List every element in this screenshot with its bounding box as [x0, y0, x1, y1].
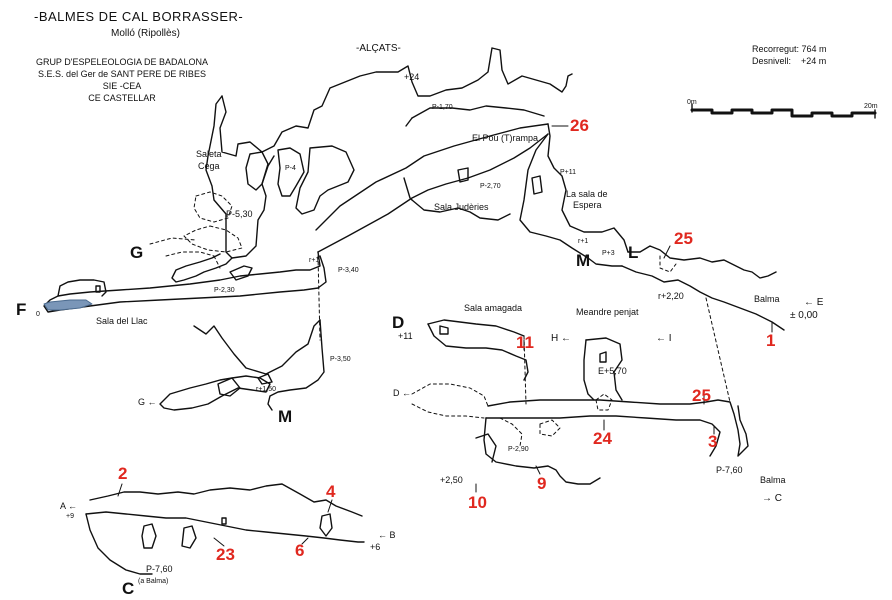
scale-bar	[690, 103, 877, 119]
label-r150: r+1,50	[256, 386, 277, 393]
label-r1-left: r+1	[309, 257, 320, 264]
label-h-marker: H ←	[551, 333, 571, 344]
label-p270: P-2,70	[480, 183, 501, 190]
upper-elevation	[43, 47, 785, 331]
letter-m: M	[576, 251, 591, 270]
label-plus250: +2,50	[440, 475, 463, 485]
label-pou: El Pou (T)rampa	[472, 133, 539, 143]
label-i-marker: ← I	[656, 333, 672, 344]
desnivell-label: Desnivell:	[752, 56, 792, 66]
letter-g: G	[130, 243, 144, 262]
label-a-balma: (a Balma)	[138, 578, 169, 585]
letter-c: C	[122, 579, 135, 598]
station-6: 6	[295, 541, 305, 560]
group-line-4: CE CASTELLAR	[88, 93, 156, 103]
station-2: 2	[118, 464, 128, 483]
station-leaders	[117, 125, 773, 547]
station-24: 24	[593, 429, 612, 448]
label-p290: P-2,90	[508, 446, 529, 453]
label-c-marker: → C	[762, 493, 782, 504]
station-4: 4	[326, 482, 336, 501]
label-d-marker: D ←	[393, 388, 411, 398]
label-r1-right: r+1	[578, 238, 589, 245]
label-balma-right: Balma	[760, 475, 786, 485]
label-plus9: +9	[66, 513, 74, 520]
label-judes: Sala Judèries	[434, 202, 489, 212]
label-espera-2: Espera	[573, 200, 602, 210]
label-plus6: +6	[370, 542, 381, 552]
station-3: 3	[708, 432, 718, 451]
label-balma-top: Balma	[754, 294, 780, 304]
middle-right-elevation	[427, 319, 749, 485]
station-1: 1	[766, 331, 776, 350]
label-p3: P+3	[602, 250, 615, 257]
label-espera-1: La sala de	[566, 189, 608, 199]
label-amagada: Sala amagada	[464, 303, 523, 313]
station-25-mid: 25	[692, 386, 711, 405]
label-meandre: Meandre penjat	[576, 307, 639, 317]
recorregut: Recorregut: 764 m	[752, 44, 827, 54]
label-p340: P-3,40	[338, 267, 359, 274]
station-26: 26	[570, 116, 589, 135]
label-p530: P-5,30	[226, 209, 253, 219]
group-line-1: GRUP D'ESPELEOLOGIA DE BADALONA	[35, 57, 209, 67]
station-25-top: 25	[674, 229, 693, 248]
group-line-2: S.E.S. del Ger de SANT PERE DE RIBES	[38, 69, 206, 79]
map-subtitle: Molló (Ripollès)	[111, 28, 180, 39]
bottom-elevation	[85, 483, 365, 575]
group-line-3: SIE -CEA	[102, 81, 142, 91]
scale-end-label: 20m	[864, 103, 878, 110]
label-r220: r+2,20	[658, 291, 684, 301]
station-10: 10	[468, 493, 487, 512]
station-23: 23	[216, 545, 235, 564]
letter-d: D	[392, 313, 405, 332]
letter-l: L	[628, 243, 639, 262]
middle-left-elevation	[159, 319, 325, 411]
label-p230: P-2,30	[214, 287, 235, 294]
label-g-left: G ←	[138, 397, 157, 407]
label-p4: P-4	[285, 165, 296, 172]
label-p11: P+11	[560, 169, 577, 176]
label-cega: Cega	[198, 161, 220, 171]
label-e570: E+5,70	[598, 366, 627, 376]
letter-m-lower: M	[278, 407, 293, 426]
label-plus24: +24	[404, 72, 420, 82]
dashed-passages	[149, 191, 731, 403]
scale-start-label: 0m	[687, 99, 697, 106]
label-saleta: Saleta	[196, 149, 222, 159]
map-title: -BALMES DE CAL BORRASSER-	[34, 9, 244, 24]
desnivell-value: +24 m	[801, 56, 827, 66]
label-p760-bottom: P-7,60	[146, 564, 173, 574]
label-a-marker: A ←	[60, 501, 78, 511]
station-9: 9	[537, 474, 547, 493]
section-label: -ALÇATS-	[356, 43, 401, 54]
label-llac: Sala del Llac	[96, 316, 148, 326]
label-pm000: ± 0,00	[790, 310, 818, 321]
label-f-zero: 0	[36, 311, 40, 318]
lake-water	[43, 299, 93, 311]
label-e-marker: ← E	[804, 297, 824, 308]
station-11: 11	[516, 333, 534, 352]
letter-f: F	[16, 300, 27, 319]
label-p170: P-1,70	[432, 104, 453, 111]
label-plus11: +11	[398, 331, 413, 341]
label-p350: P-3,50	[330, 356, 351, 363]
dashed-passages-right	[411, 335, 613, 447]
label-b-marker: ← B	[378, 530, 396, 540]
label-p760-right: P-7,60	[716, 465, 743, 475]
